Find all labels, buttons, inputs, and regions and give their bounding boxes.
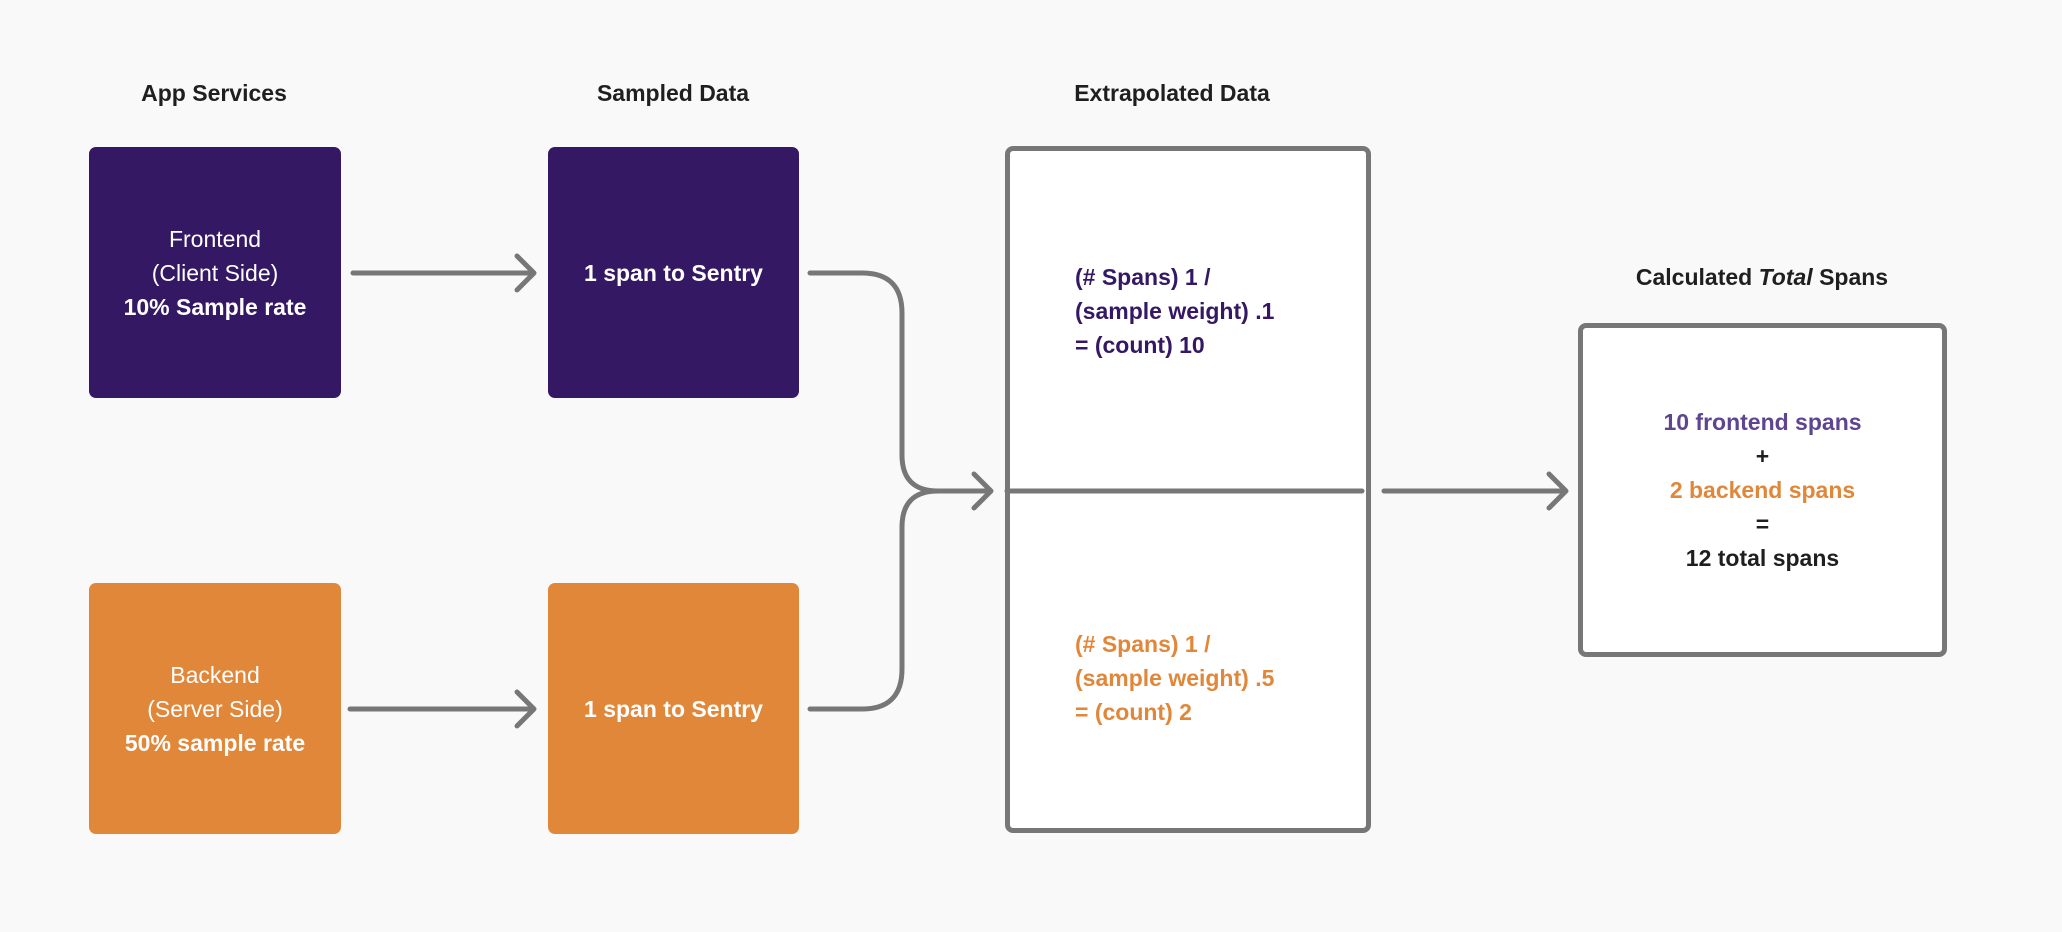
merge-connector-bottom	[807, 488, 941, 712]
backend-sampled-label: 1 span to Sentry	[584, 695, 763, 722]
frontend-service-box: Frontend (Client Side) 10% Sample rate	[89, 147, 341, 398]
heading-calculated-total-spans: Calculated Total Spans	[1562, 264, 1962, 291]
frontend-sampled-box: 1 span to Sentry	[548, 147, 799, 398]
frontend-sample-rate: 10% Sample rate	[123, 293, 307, 320]
arrowhead-frontend-to-sampled	[514, 253, 537, 293]
arrowhead-merge	[971, 471, 994, 511]
frontend-formula-line2: (sample weight) .1	[1075, 298, 1275, 324]
backend-formula-line3: = (count) 2	[1075, 699, 1192, 725]
total-spans-result: 12 total spans	[1685, 545, 1840, 571]
total-equals-sign: =	[1755, 511, 1770, 537]
merge-connector-top	[807, 270, 993, 494]
heading-app-services: App Services	[141, 80, 287, 106]
backend-name: Backend	[170, 661, 260, 688]
total-backend-spans: 2 backend spans	[1669, 477, 1856, 503]
total-spans-box: 10 frontend spans + 2 backend spans = 12…	[1578, 323, 1947, 657]
backend-service-box: Backend (Server Side) 50% sample rate	[89, 583, 341, 834]
frontend-formula-line3: = (count) 10	[1075, 332, 1205, 358]
backend-sampled-box: 1 span to Sentry	[548, 583, 799, 834]
heading-sampled-data: Sampled Data	[596, 80, 750, 106]
backend-side: (Server Side)	[147, 695, 283, 722]
arrowhead-backend-to-sampled	[514, 689, 537, 729]
frontend-formula: (# Spans) 1 / (sample weight) .1 = (coun…	[1075, 260, 1274, 362]
backend-formula-line2: (sample weight) .5	[1075, 665, 1275, 691]
frontend-sampled-label: 1 span to Sentry	[584, 259, 763, 286]
heading-calculated-italic: Total	[1758, 264, 1813, 290]
heading-calculated-prefix: Calculated	[1635, 264, 1753, 290]
heading-calculated-suffix: Spans	[1819, 264, 1889, 290]
backend-formula: (# Spans) 1 / (sample weight) .5 = (coun…	[1075, 627, 1274, 729]
frontend-formula-line1: (# Spans) 1 /	[1075, 264, 1211, 290]
heading-extrapolated-data: Extrapolated Data	[1074, 80, 1270, 106]
frontend-side: (Client Side)	[151, 259, 279, 286]
frontend-name: Frontend	[168, 225, 262, 252]
backend-sample-rate: 50% sample rate	[124, 729, 306, 756]
arrowhead-extrapolated-to-total	[1546, 471, 1569, 511]
total-frontend-spans: 10 frontend spans	[1663, 409, 1862, 435]
backend-formula-line1: (# Spans) 1 /	[1075, 631, 1211, 657]
total-plus-sign: +	[1755, 443, 1770, 469]
